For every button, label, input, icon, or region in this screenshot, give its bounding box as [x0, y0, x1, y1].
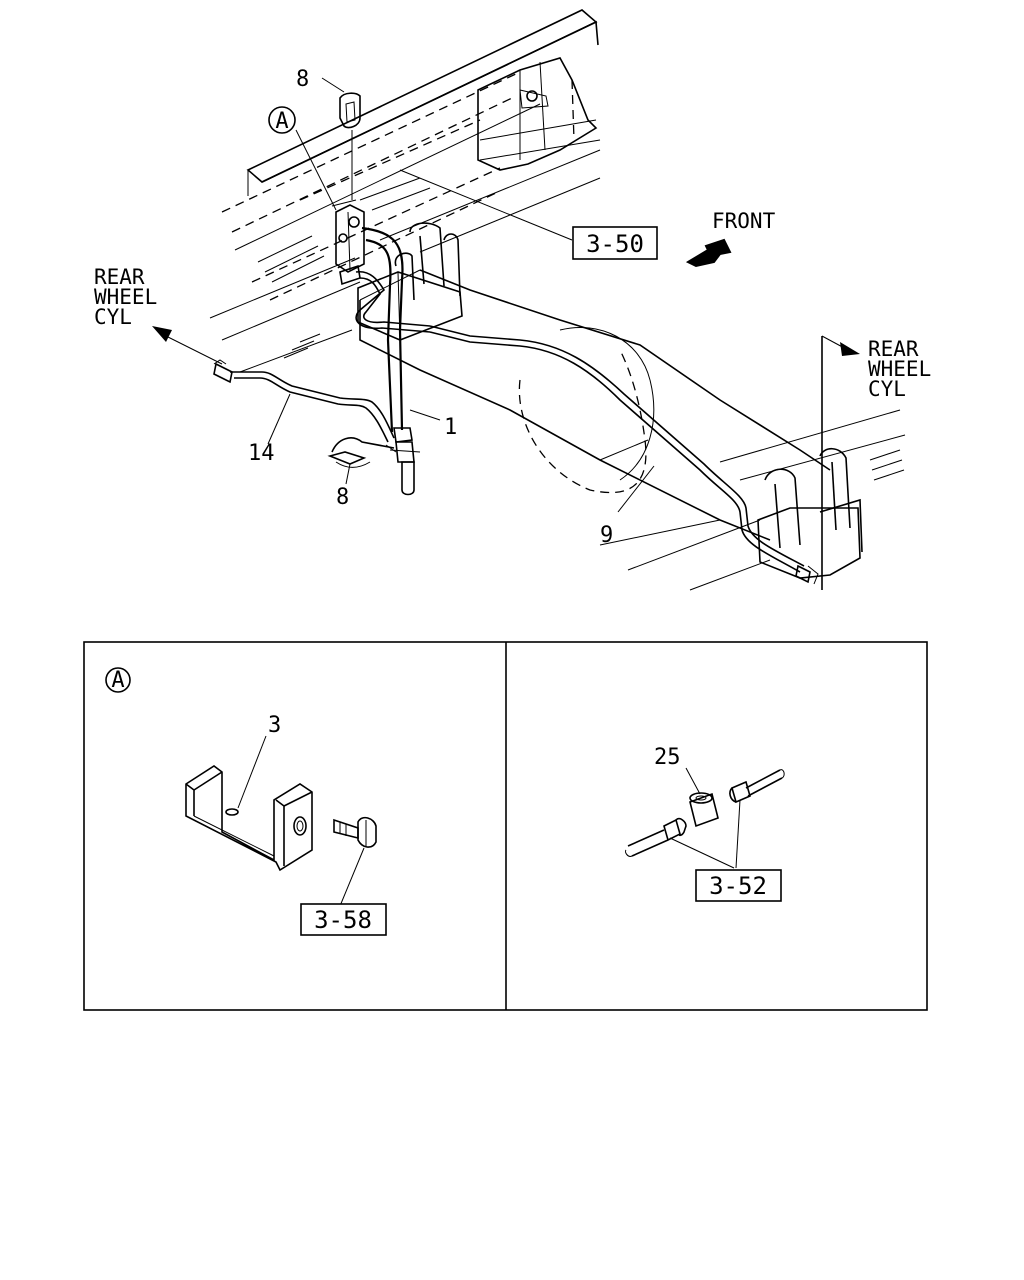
ref-frame-box [572, 226, 658, 260]
pipe-left-end [625, 817, 687, 857]
callout-clip-bottom: 8 [336, 485, 349, 510]
flexible-brake-hose [361, 226, 421, 496]
ref-bolt: 3-58 [314, 906, 372, 934]
union-panel: 25 3-52 [625, 745, 785, 902]
callout-bracket: 3 [268, 713, 281, 738]
callout-union: 25 [654, 745, 681, 770]
left-wheel-label-line3: CYL [94, 305, 132, 329]
flare-leader-left [669, 837, 735, 869]
bracket-leader [237, 735, 267, 809]
cross-member [299, 57, 601, 253]
callout-pipe-left: 14 [248, 441, 275, 466]
right-wheel-label-line1: REAR [868, 337, 919, 361]
ref-bolt-box [300, 903, 387, 936]
callout-hose: 1 [444, 415, 457, 440]
ref-flare-nut-box [695, 869, 782, 902]
left-wheel-arrow-line [165, 335, 223, 365]
detail-panels [83, 641, 928, 1011]
right-spring-u-bolts [757, 447, 863, 579]
callout-pipe-right: 9 [600, 523, 613, 548]
view-a-panel: A 3 3-58 [105, 667, 387, 936]
right-wheel-label-line3: CYL [868, 377, 906, 401]
bolt-leader [339, 847, 365, 907]
flange-bolt [333, 816, 377, 848]
frame-side-rail [221, 9, 599, 301]
front-arrow-icon [685, 238, 732, 268]
front-label: FRONT [712, 209, 776, 233]
callout-clip-top: 8 [296, 67, 309, 92]
leader-lines [267, 77, 655, 513]
bracket-part [185, 765, 313, 872]
view-a-marker: A [111, 668, 124, 693]
pipe-right-end [729, 769, 785, 804]
ref-frame: 3-50 [586, 230, 644, 258]
detail-a-marker: A [275, 109, 288, 134]
left-wheel-label-line1: REAR [94, 265, 145, 289]
upper-hose-clip [339, 92, 361, 129]
ref-flare-nut: 3-52 [709, 872, 767, 900]
detail-a-marker-circle [268, 106, 296, 134]
union-leader [685, 767, 701, 795]
right-wheel-label-line2: WHEEL [868, 357, 931, 381]
brake-pipe-left [213, 359, 395, 443]
main-assembly-drawing: A 8 1 14 8 9 3-50 FRONT REAR WHEEL CYL R… [94, 9, 931, 591]
union-fitting [689, 792, 719, 828]
lower-hose-clip [327, 437, 395, 468]
brake-pipe-right [429, 325, 819, 585]
flare-leader-right [735, 799, 741, 869]
left-wheel-label-line2: WHEEL [94, 285, 157, 309]
view-a-marker-circle [105, 667, 131, 693]
left-wheel-arrowhead [152, 326, 172, 342]
floor-panel-lines [209, 257, 361, 373]
rear-axle-housing [359, 269, 906, 591]
hose-bracket [331, 199, 365, 273]
right-wheel-arrowhead [840, 342, 860, 356]
tee-connector [339, 264, 431, 333]
